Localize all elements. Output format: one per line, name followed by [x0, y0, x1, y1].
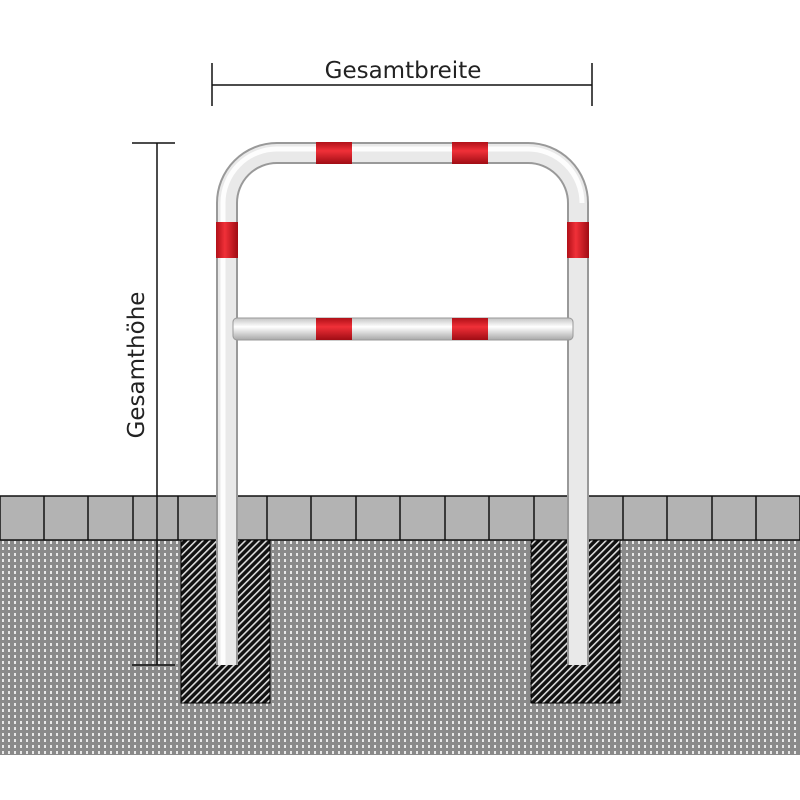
red-band: [452, 318, 488, 340]
width-label: Gesamtbreite: [325, 58, 482, 84]
red-band: [316, 318, 352, 340]
crossbar: [232, 317, 574, 341]
height-dimension: [132, 142, 175, 666]
red-band: [567, 222, 589, 258]
ground: [0, 540, 800, 755]
height-label: Gesamthöhe: [124, 292, 150, 439]
paving-stones: [0, 495, 800, 541]
barrier-frame: [216, 142, 589, 665]
red-band: [316, 142, 352, 164]
red-band: [452, 142, 488, 164]
width-dimension: [211, 63, 593, 106]
red-band: [216, 222, 238, 258]
